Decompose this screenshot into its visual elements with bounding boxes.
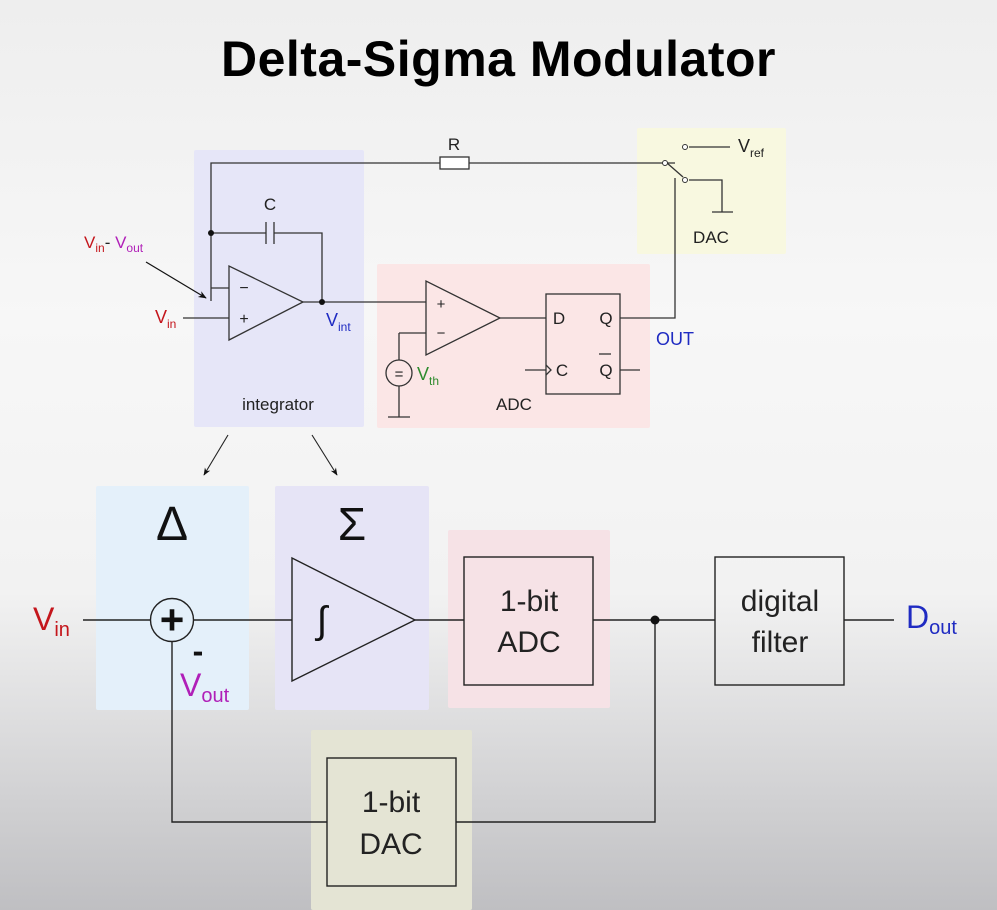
sigma-symbol: Σ (338, 498, 366, 550)
integral-symbol: ∫ (315, 600, 330, 642)
dac-label: DAC (693, 228, 729, 247)
vth-label: Vth (417, 364, 439, 388)
delta-arrow (203, 434, 229, 476)
flip-flop (545, 293, 621, 395)
vin-label-bottom: Vin (33, 601, 70, 641)
resistor (439, 156, 470, 170)
feedback-loop-wire (171, 620, 656, 823)
junction-dot (208, 230, 214, 236)
dac-block (326, 757, 457, 887)
ff-c-label: C (556, 361, 568, 380)
comparator-plus-sign: + (437, 296, 446, 313)
dac-block-line2: DAC (359, 828, 422, 861)
resistor-label: R (448, 135, 460, 154)
opamp-plus-sign: + (239, 311, 248, 328)
ground-wire (689, 179, 733, 213)
adc-label: ADC (496, 395, 532, 414)
filter-block-line2: filter (752, 626, 809, 659)
ff-d-label: D (553, 309, 565, 328)
filter-block-line1: digital (741, 585, 819, 618)
switch-pivot (662, 160, 668, 166)
junction-dot (319, 299, 325, 305)
ground-terminal (682, 177, 688, 183)
dac-block-line1: 1-bit (362, 786, 421, 819)
comparator (425, 279, 502, 357)
vth-wire (388, 332, 426, 418)
adc-region (377, 264, 650, 428)
dac-region (637, 128, 786, 254)
sigma-region (275, 486, 429, 710)
comparator-minus-sign: − (437, 325, 446, 342)
junction-dot (650, 615, 660, 625)
integrator-region (194, 150, 364, 427)
source-symbol: = (395, 366, 404, 383)
clock-wire (525, 364, 552, 376)
integrator-opamp (228, 264, 305, 342)
integrator-block (291, 556, 417, 683)
page-title: Delta-Sigma Modulator (221, 31, 776, 87)
delta-symbol: Δ (156, 498, 188, 551)
filter-block (714, 556, 845, 686)
integrator-label: integrator (242, 395, 314, 414)
vref-label: Vref (738, 136, 765, 160)
ff-q-label: Q (599, 309, 612, 328)
dout-label: Dout (906, 599, 957, 639)
sigma-arrow (311, 434, 338, 476)
diff-label: Vin- Vout (84, 233, 144, 255)
vint-label: Vint (326, 310, 351, 334)
ff-qbar-label: Q (599, 361, 612, 380)
capacitor (265, 222, 275, 244)
adc-block (463, 556, 594, 686)
diff-arrow (145, 261, 207, 299)
dac-block-region (311, 730, 472, 910)
vin-label-top: Vin (155, 307, 176, 331)
sum-minus-sign: - (193, 633, 204, 669)
summing-junction (149, 597, 195, 643)
out-label: OUT (656, 329, 694, 349)
adc-block-line1: 1-bit (500, 585, 559, 618)
adc-block-region (448, 530, 610, 708)
vref-terminal (682, 144, 688, 150)
switch-arm (666, 162, 684, 178)
capacitor-label: C (264, 195, 276, 214)
feedback-wire (210, 162, 675, 301)
q-out-wire (620, 178, 676, 319)
opamp-minus-sign: − (239, 280, 248, 297)
vout-label-bottom: Vout (180, 667, 230, 707)
vth-source (385, 359, 413, 387)
capacitor-wire (211, 232, 323, 302)
sum-plus-sign: + (160, 596, 185, 643)
adc-block-line2: ADC (497, 626, 560, 659)
